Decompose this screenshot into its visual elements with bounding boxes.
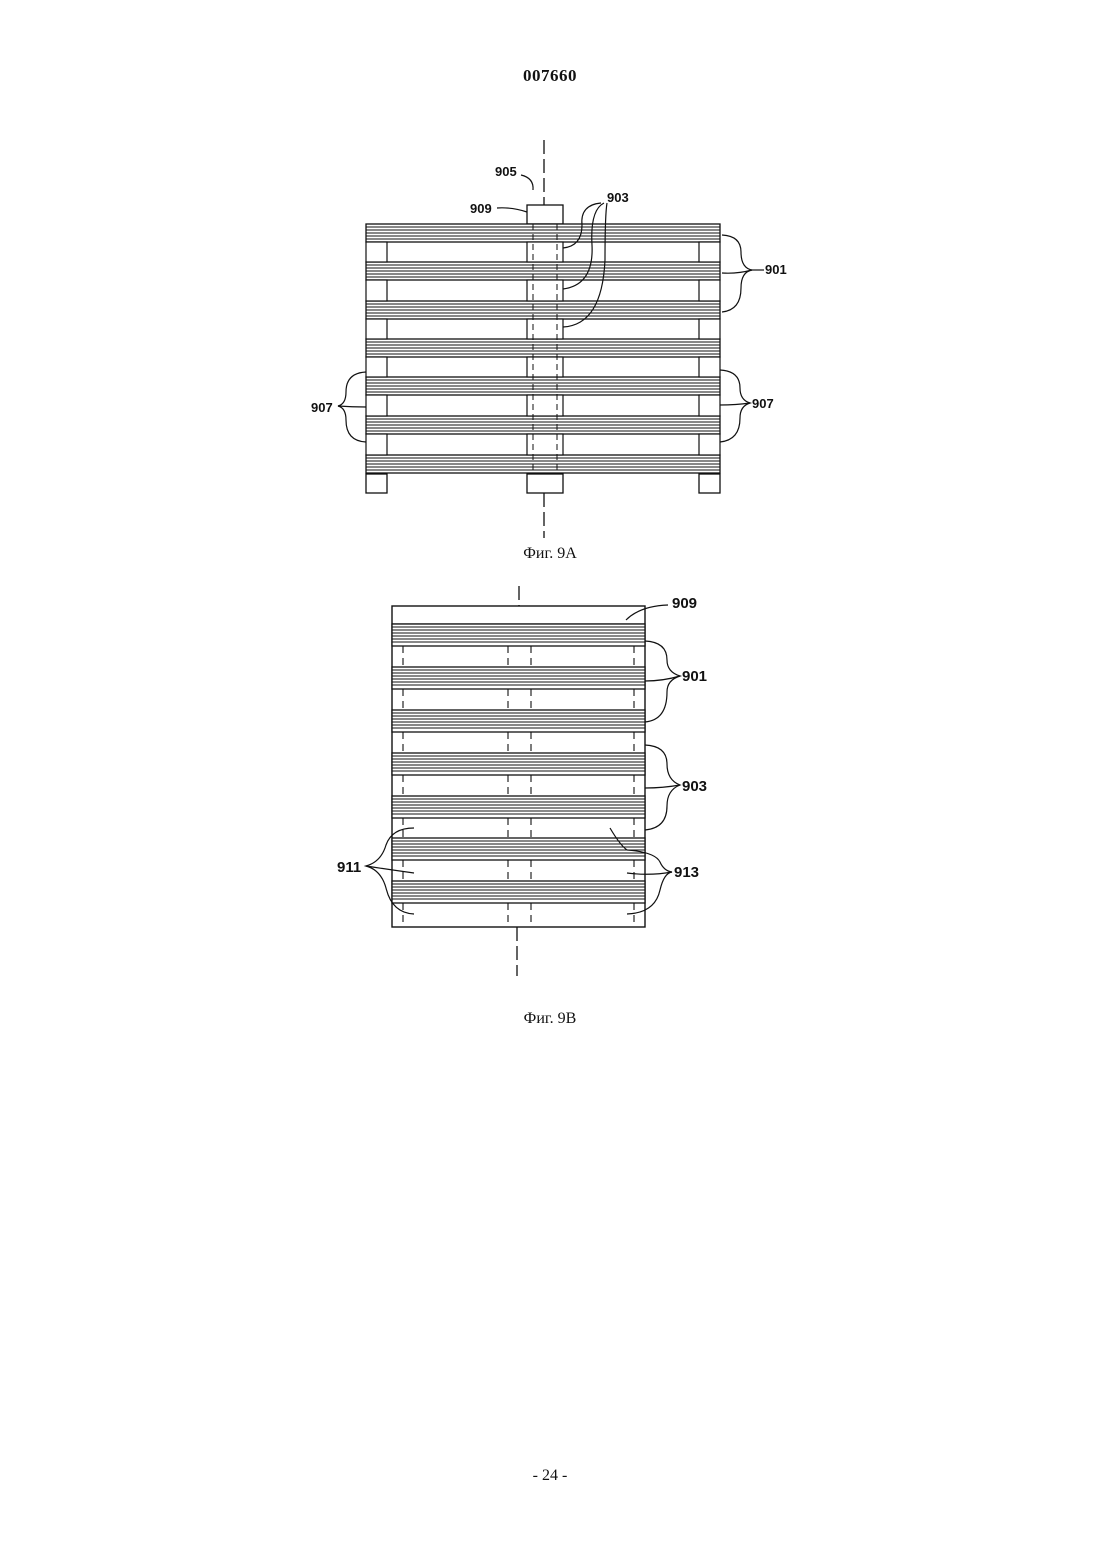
fig9a-spacer-row — [366, 357, 720, 377]
fig9b-hidden-lines — [403, 646, 634, 927]
fig9b-board — [392, 753, 645, 775]
fig9a-label-909: 909 — [470, 201, 492, 216]
fig9b-board — [392, 881, 645, 903]
fig9a-board — [366, 262, 720, 280]
fig9b-board — [392, 710, 645, 732]
fig9a-spacer-row — [366, 434, 720, 455]
fig9b-centerline — [517, 586, 519, 976]
fig9b-leaders — [366, 605, 680, 914]
fig9b-label-913: 913 — [674, 864, 699, 881]
fig9b-outline — [392, 606, 645, 927]
fig9b-board — [392, 624, 645, 646]
fig9a-board — [366, 377, 720, 395]
fig9a-label-907-left: 907 — [311, 400, 333, 415]
fig9a-layers — [366, 224, 720, 493]
fig9b-board — [392, 838, 645, 860]
fig9a-spacer-row — [366, 280, 720, 301]
fig9a-board — [366, 339, 720, 357]
fig9b-labels: 909 901 903 911 913 — [337, 595, 707, 881]
fig9a-label-901: 901 — [765, 262, 787, 277]
fig9b-label-903: 903 — [682, 778, 707, 795]
fig9b-layers — [392, 624, 645, 927]
fig9a-spacer-row — [366, 319, 720, 339]
fig9a-label-903: 903 — [607, 190, 629, 205]
fig9a-spacer-row — [366, 395, 720, 416]
fig9b-label-901: 901 — [682, 668, 707, 685]
fig9b-board — [392, 796, 645, 818]
fig9a-board — [366, 416, 720, 434]
fig9a-spacer-row — [366, 242, 720, 262]
fig9a-label-907-right: 907 — [752, 396, 774, 411]
figure-9a-caption: Фиг. 9А — [0, 545, 1100, 563]
fig9b-board — [392, 667, 645, 689]
figure-9b-caption: Фиг. 9В — [0, 1010, 1100, 1028]
fig9a-board — [366, 301, 720, 319]
page-number: - 24 - — [0, 1467, 1100, 1485]
fig9a-feet — [366, 474, 720, 493]
fig9a-board — [366, 224, 720, 242]
fig9a-label-905: 905 — [495, 164, 517, 179]
fig9a-board — [366, 455, 720, 473]
fig9a-block-909 — [527, 205, 563, 224]
fig9b-label-911: 911 — [337, 859, 361, 876]
figure-9a-drawing: 905 909 903 901 907 907 — [0, 0, 1100, 600]
